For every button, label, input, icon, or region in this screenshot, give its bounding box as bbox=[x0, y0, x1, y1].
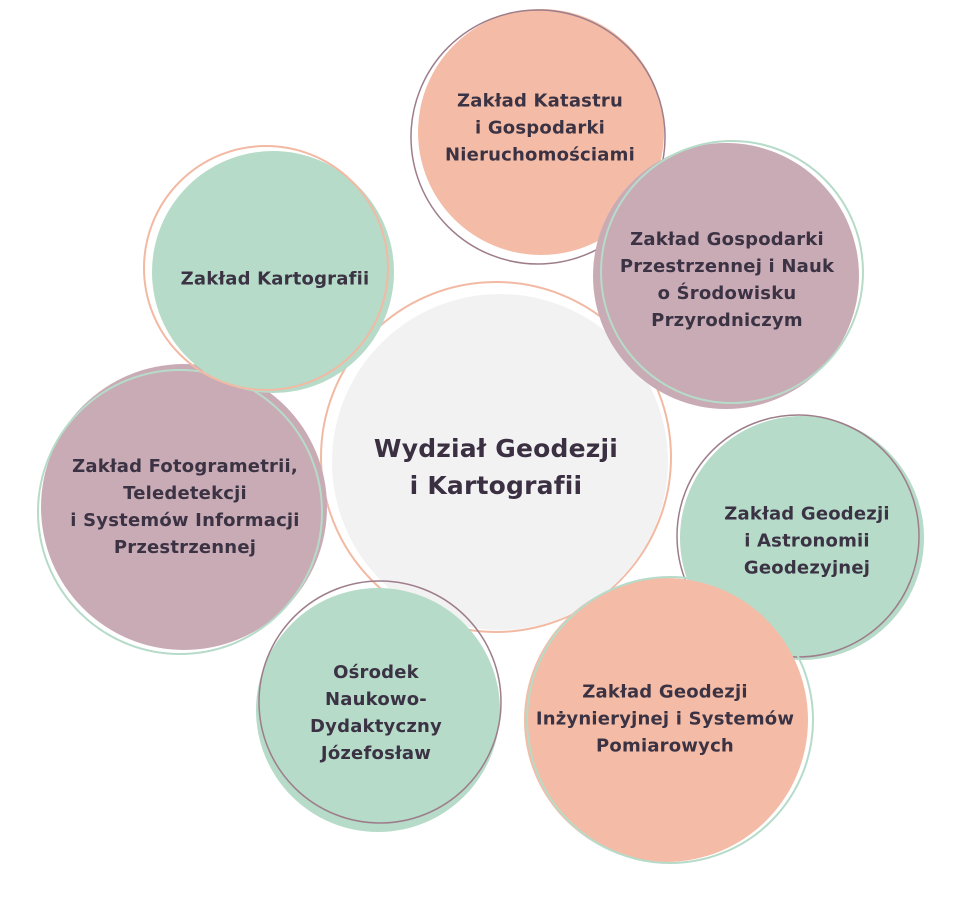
unit-label-geodezji-astronomii: Zakład Geodezji i Astronomii Geodezyjnej bbox=[724, 503, 890, 579]
unit-label-geodezji-inzynieryjnej: Zakład Geodezji Inżynieryjnej i Systemów… bbox=[535, 681, 795, 757]
unit-circle-katastru bbox=[418, 9, 664, 255]
unit-circle-geodezji-inzynieryjnej bbox=[524, 578, 808, 862]
unit-label-fotogrametrii: Zakład Fotogrametrii, Teledetekcji i Sys… bbox=[70, 456, 300, 558]
unit-label-katastru: Zakład Katastru i Gospodarki Nieruchomoś… bbox=[445, 90, 635, 166]
unit-circle-osrodek bbox=[256, 588, 500, 832]
unit-ring-kartografii bbox=[143, 145, 389, 391]
unit-ring-gospodarki bbox=[600, 140, 864, 404]
unit-label-kartografii: Zakład Kartografii bbox=[180, 268, 370, 290]
unit-label-osrodek: Ośrodek Naukowo- Dydaktyczny Józefosław bbox=[310, 662, 442, 764]
unit-circle-geodezji-astronomii bbox=[680, 416, 924, 660]
center-outline-ring bbox=[320, 281, 672, 633]
unit-ring-katastru bbox=[410, 9, 666, 265]
unit-circle-gospodarki bbox=[593, 143, 859, 409]
center-label: Wydział Geodezji i Kartografii bbox=[373, 434, 619, 500]
unit-ring-geodezji-inzynieryjnej bbox=[526, 576, 814, 864]
unit-ring-osrodek bbox=[258, 580, 502, 824]
unit-label-gospodarki: Zakład Gospodarki Przestrzennej i Nauk o… bbox=[619, 229, 835, 331]
unit-circle-kartografii bbox=[152, 151, 394, 393]
unit-ring-fotogrametrii bbox=[37, 369, 323, 655]
unit-circle-fotogrametrii bbox=[41, 364, 327, 650]
center-circle bbox=[332, 294, 668, 630]
